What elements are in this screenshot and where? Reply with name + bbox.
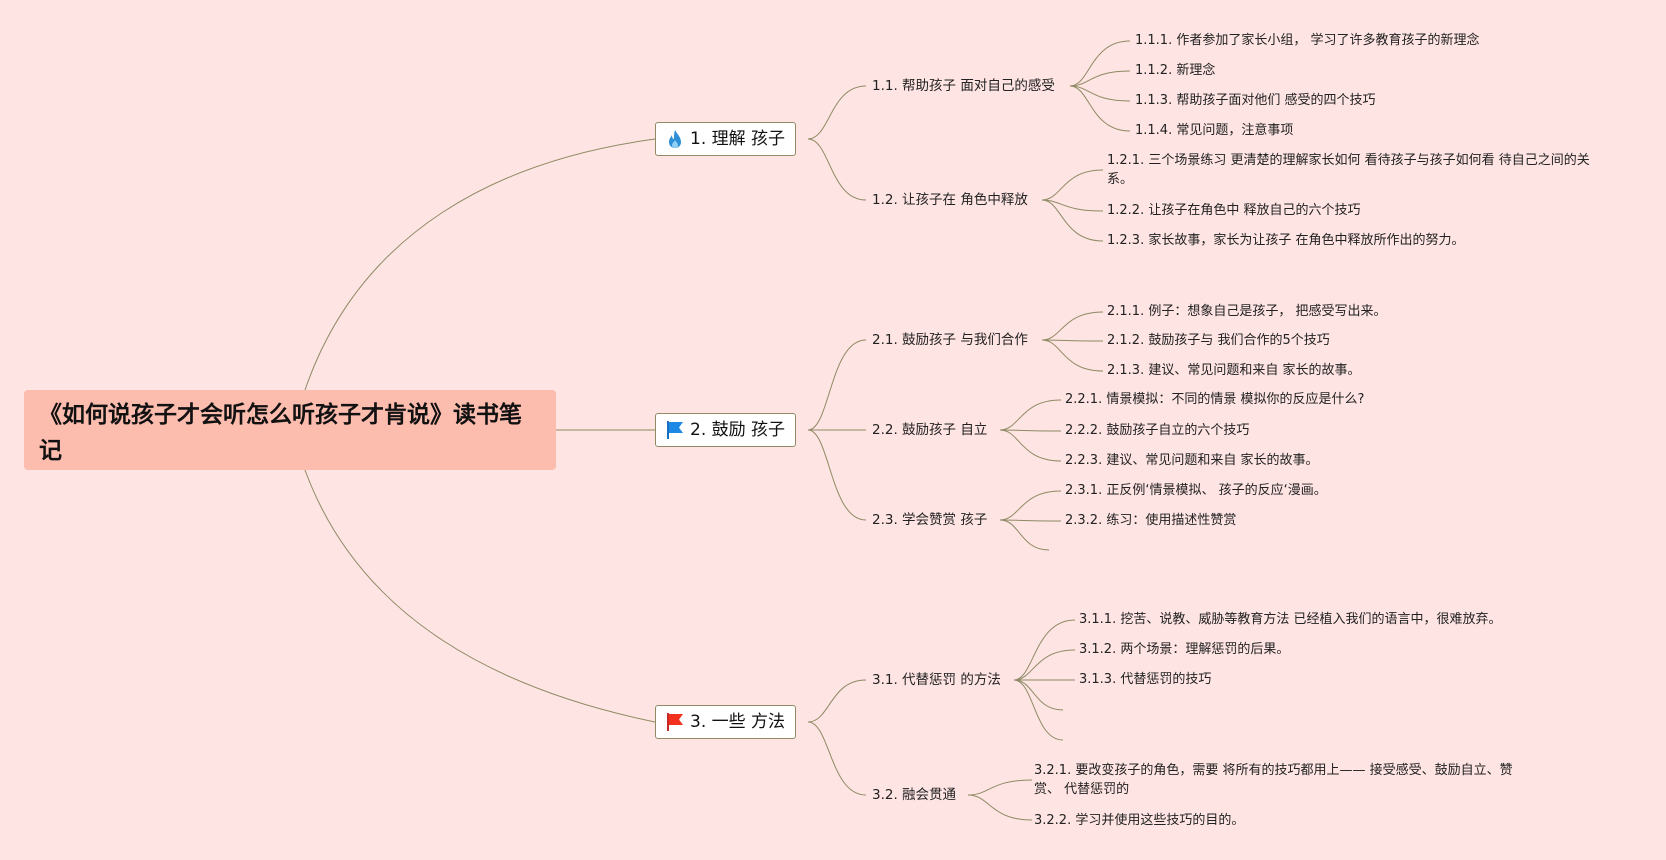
leaf-3-1-1[interactable]: 3.1.1. 挖苦、说教、威胁等教育方法 已经植入我们的语言中，很难放弃。	[1079, 612, 1502, 627]
leaf-2-2-3[interactable]: 2.2.3. 建议、常见问题和来自 家长的故事。	[1065, 453, 1319, 468]
leaf-2-3-2[interactable]: 2.3.2. 练习：使用描述性赞赏	[1065, 513, 1237, 528]
leaf-2-1-3[interactable]: 2.1.3. 建议、常见问题和来自 家长的故事。	[1107, 363, 1361, 378]
subtopic-2-2[interactable]: 2.2. 鼓励孩子 自立	[872, 422, 988, 438]
main-topic-label: 1. 理解 孩子	[690, 129, 786, 149]
main-topic-encourage[interactable]: 2. 鼓励 孩子	[655, 413, 797, 447]
leaf-1-2-2[interactable]: 1.2.2. 让孩子在角色中 释放自己的六个技巧	[1107, 203, 1361, 218]
leaf-3-2-2[interactable]: 3.2.2. 学习并使用这些技巧的目的。	[1034, 813, 1245, 828]
root-topic[interactable]: 《如何说孩子才会听怎么听孩子才肯说》读书笔记	[24, 390, 556, 470]
leaf-1-1-1[interactable]: 1.1.1. 作者参加了家长小组， 学习了许多教育孩子的新理念	[1135, 33, 1480, 48]
subtopic-2-3[interactable]: 2.3. 学会赞赏 孩子	[872, 512, 988, 528]
main-topic-methods[interactable]: 3. 一些 方法	[655, 705, 797, 739]
main-topic-understand[interactable]: 1. 理解 孩子	[655, 122, 797, 156]
leaf-1-2-3[interactable]: 1.2.3. 家长故事，家长为让孩子 在角色中释放所作出的努力。	[1107, 233, 1465, 248]
leaf-1-1-2[interactable]: 1.1.2. 新理念	[1135, 63, 1216, 78]
subtopic-2-1[interactable]: 2.1. 鼓励孩子 与我们合作	[872, 332, 1028, 348]
subtopic-1-2[interactable]: 1.2. 让孩子在 角色中释放	[872, 192, 1028, 208]
red-flag-icon	[667, 713, 683, 731]
leaf-2-1-1[interactable]: 2.1.1. 例子：想象自己是孩子， 把感受写出来。	[1107, 304, 1387, 319]
fire-icon	[669, 130, 681, 148]
leaf-2-1-2[interactable]: 2.1.2. 鼓励孩子与 我们合作的5个技巧	[1107, 333, 1330, 348]
root-title: 《如何说孩子才会听怎么听孩子才肯说》读书笔记	[39, 402, 522, 464]
main-topic-label: 2. 鼓励 孩子	[690, 420, 786, 440]
subtopic-1-1[interactable]: 1.1. 帮助孩子 面对自己的感受	[872, 78, 1055, 94]
subtopic-3-2[interactable]: 3.2. 融会贯通	[872, 787, 957, 803]
main-topic-label: 3. 一些 方法	[690, 712, 786, 732]
leaf-2-3-1[interactable]: 2.3.1. 正反例‘情景模拟、 孩子的反应‘漫画。	[1065, 483, 1327, 498]
subtopic-3-1[interactable]: 3.1. 代替惩罚 的方法	[872, 672, 1001, 688]
blue-flag-icon	[667, 421, 683, 439]
leaf-1-2-1[interactable]: 1.2.1. 三个场景练习 更清楚的理解家长如何 看待孩子与孩子如何看 待自己之…	[1107, 153, 1590, 187]
leaf-1-1-3[interactable]: 1.1.3. 帮助孩子面对他们 感受的四个技巧	[1135, 93, 1376, 108]
leaf-3-1-3[interactable]: 3.1.3. 代替惩罚的技巧	[1079, 672, 1212, 687]
leaf-3-2-1[interactable]: 3.2.1. 要改变孩子的角色，需要 将所有的技巧都用上—— 接受感受、鼓励自立…	[1034, 763, 1513, 797]
leaf-2-2-1[interactable]: 2.2.1. 情景模拟：不同的情景 模拟你的反应是什么?	[1065, 392, 1365, 407]
leaf-1-1-4[interactable]: 1.1.4. 常见问题，注意事项	[1135, 123, 1294, 138]
leaf-2-2-2[interactable]: 2.2.2. 鼓励孩子自立的六个技巧	[1065, 423, 1250, 438]
leaf-3-1-2[interactable]: 3.1.2. 两个场景：理解惩罚的后果。	[1079, 642, 1290, 657]
